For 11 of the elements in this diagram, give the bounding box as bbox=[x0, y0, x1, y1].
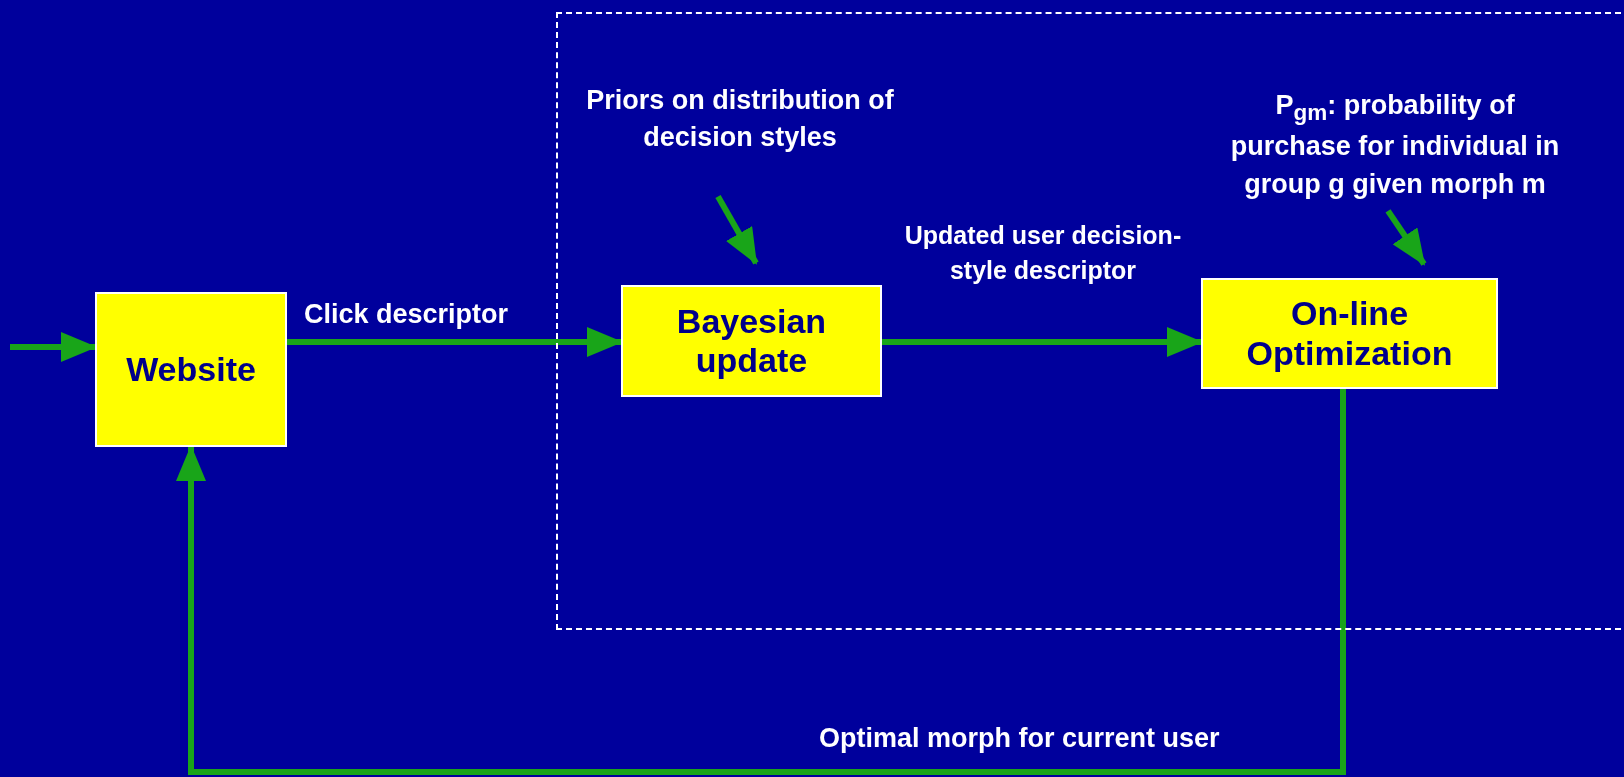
process-box: Bayesian update bbox=[621, 285, 882, 397]
connector-arrow bbox=[882, 327, 1203, 357]
arrow bbox=[10, 332, 97, 362]
note-text: P$_{gm}$: probability of purchase for individual in group g given morph m bbox=[1220, 87, 1570, 203]
arrow bbox=[1385, 209, 1427, 266]
process-box: On-line Optimization bbox=[1201, 278, 1498, 389]
connector-arrow bbox=[287, 327, 623, 357]
arrow bbox=[715, 195, 759, 265]
connector-arrow bbox=[176, 389, 1346, 775]
process-box: Website bbox=[95, 292, 287, 447]
note-text: Priors on distribution of decision styles bbox=[585, 82, 895, 157]
